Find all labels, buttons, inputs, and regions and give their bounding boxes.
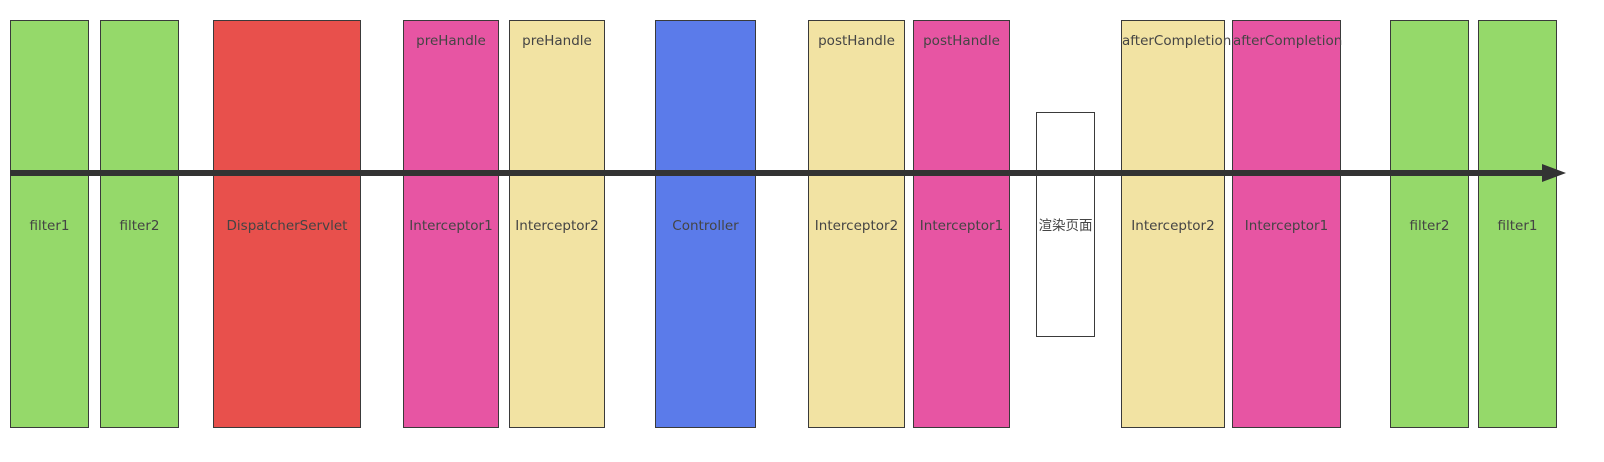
column-filter1-in: filter1 <box>10 20 89 428</box>
column-label: Controller <box>672 218 739 234</box>
column-render-page: 渲染页面 <box>1036 112 1095 337</box>
column-filter1-out: filter1 <box>1478 20 1557 428</box>
column-phase-label: preHandle <box>416 33 486 49</box>
flow-arrow-head <box>1542 164 1566 182</box>
column-label: Interceptor2 <box>1131 218 1215 234</box>
column-label: Interceptor2 <box>515 218 599 234</box>
column-phase-label: afterCompletion <box>1233 33 1343 49</box>
column-label: Interceptor1 <box>1244 218 1329 234</box>
column-label: filter2 <box>1409 218 1450 234</box>
column-label: filter1 <box>29 218 70 234</box>
column-phase-label: afterCompletion <box>1122 33 1232 49</box>
column-phase-label: postHandle <box>923 33 1000 49</box>
column-label: filter1 <box>1497 218 1538 234</box>
column-label: Interceptor1 <box>409 218 493 234</box>
column-filter2-in: filter2 <box>100 20 179 428</box>
column-phase-label: preHandle <box>522 33 592 49</box>
column-dispatcher-servlet: DispatcherServlet <box>213 20 361 428</box>
column-label: filter2 <box>119 218 160 234</box>
column-controller: Controller <box>655 20 756 428</box>
column-phase-label: postHandle <box>818 33 895 49</box>
column-label: Interceptor2 <box>814 218 899 234</box>
column-label: Interceptor1 <box>919 218 1004 234</box>
column-label: DispatcherServlet <box>226 218 348 234</box>
column-filter2-out: filter2 <box>1390 20 1469 428</box>
column-label: 渲染页面 <box>1038 218 1093 234</box>
